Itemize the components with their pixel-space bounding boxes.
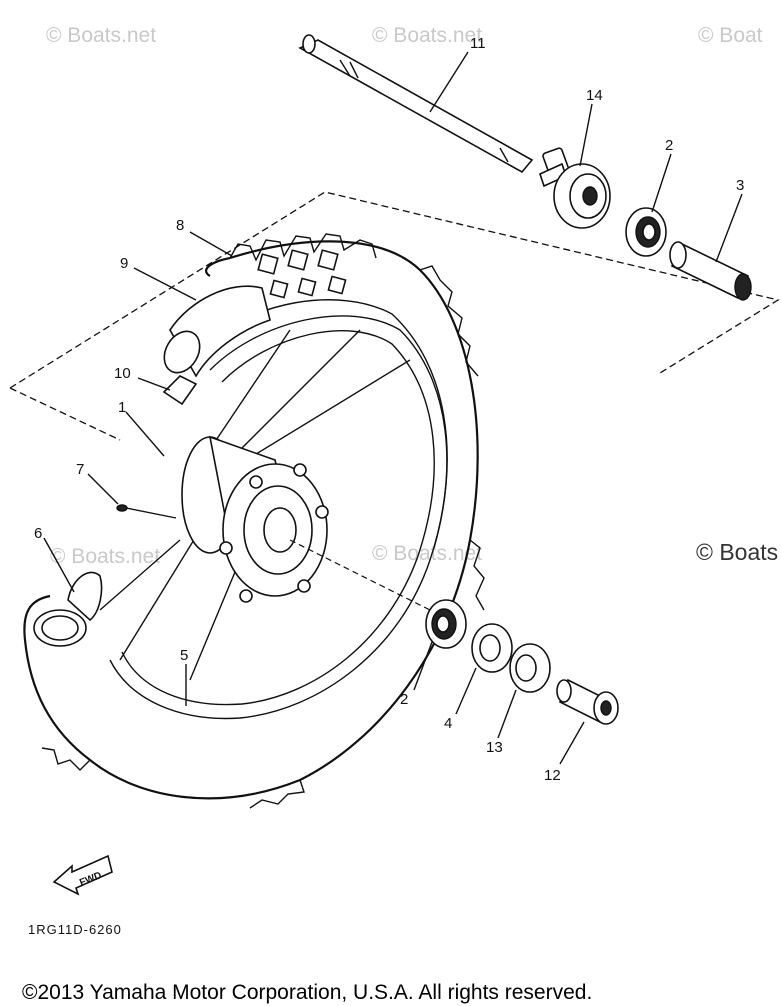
callout-8: 8 — [176, 217, 184, 234]
collar-part — [556, 678, 619, 725]
tire-part — [23, 233, 485, 809]
callout-13: 13 — [486, 739, 503, 756]
callout-1: 1 — [118, 399, 126, 416]
axle-centerline — [289, 539, 431, 611]
callout-9: 9 — [120, 255, 128, 272]
hub-part — [181, 435, 329, 603]
watermark: © Boats.net — [50, 545, 160, 568]
callout-10: 10 — [114, 365, 131, 382]
callout-4: 4 — [444, 715, 452, 732]
leader-lines — [43, 51, 743, 765]
rim-band-part — [162, 375, 198, 406]
fwd-arrow-icon: FWD — [52, 854, 113, 896]
watermark: © Boat — [698, 24, 763, 47]
callout-7: 7 — [76, 461, 84, 478]
callout-14: 14 — [586, 87, 603, 104]
callout-3: 3 — [736, 177, 744, 194]
oil-seal-part — [471, 623, 513, 673]
bearing-bottom-part — [425, 599, 467, 649]
diagram-code: 1RG11D-6260 — [28, 922, 122, 937]
spacer-flange-part — [509, 643, 551, 693]
bearing-top-part — [625, 207, 667, 257]
watermark: © Boats.net — [372, 542, 482, 565]
watermark: © Boats — [696, 539, 778, 565]
tube-part — [163, 285, 271, 378]
spacer-top-part — [669, 241, 752, 301]
callout-12: 12 — [544, 767, 561, 784]
speedometer-gear-part — [539, 147, 611, 229]
callout-5: 5 — [180, 647, 188, 664]
copyright-notice: ©2013 Yamaha Motor Corporation, U.S.A. A… — [22, 981, 593, 1004]
watermark: © Boats.net — [46, 24, 156, 47]
axle-part — [298, 34, 534, 174]
callout-2-bottom: 2 — [400, 691, 408, 708]
callout-11: 11 — [470, 35, 486, 52]
spoke-nipple-part — [116, 504, 177, 519]
watermark: © Boats.net — [372, 24, 482, 47]
callout-6: 6 — [34, 525, 42, 542]
valve-part — [33, 571, 103, 647]
assembly-outline — [9, 191, 780, 441]
callout-2-top: 2 — [665, 137, 673, 154]
